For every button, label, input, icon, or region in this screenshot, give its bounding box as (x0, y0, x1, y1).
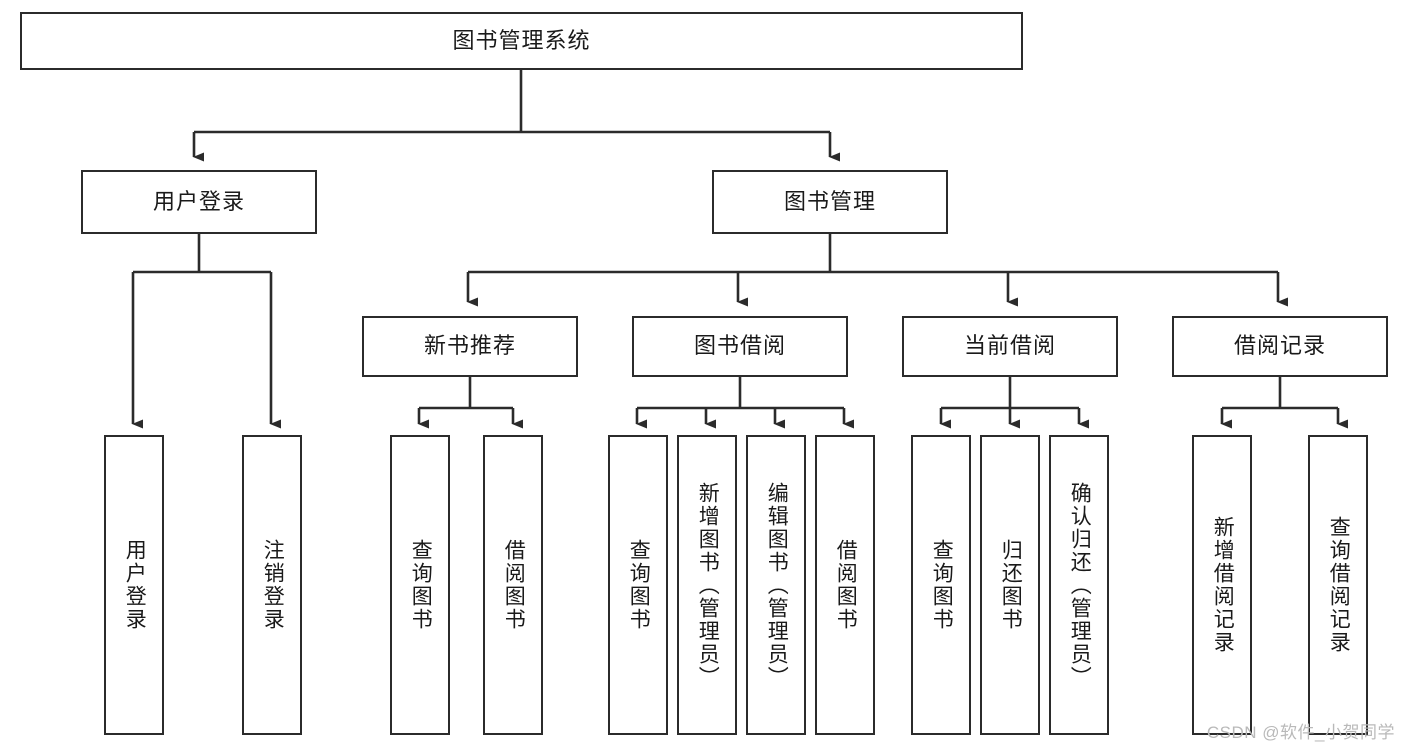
node-label: 查询图书 (930, 539, 954, 631)
node-label: 图书管理系统 (452, 27, 591, 53)
leaf-current-query-book[interactable]: 查询图书 (911, 435, 971, 735)
leaf-current-return-book[interactable]: 归还图书 (980, 435, 1040, 735)
node-current-borrow[interactable]: 当前借阅 (902, 316, 1118, 377)
leaf-borrow-borrow-book[interactable]: 借阅图书 (815, 435, 875, 735)
node-new-book-recommend[interactable]: 新书推荐 (362, 316, 578, 377)
leaf-recommend-borrow-book[interactable]: 借阅图书 (483, 435, 543, 735)
node-label: 借阅图书 (502, 539, 526, 631)
node-label: 新增借阅记录 (1211, 516, 1235, 654)
node-label: 图书借阅 (693, 333, 786, 359)
leaf-borrow-query-book[interactable]: 查询图书 (608, 435, 668, 735)
leaf-borrow-add-book-admin[interactable]: 新增图书（管理员） (677, 435, 737, 735)
node-label: 注销登录 (261, 539, 285, 631)
leaf-user-login-logout[interactable]: 注销登录 (242, 435, 302, 735)
node-label: 图书管理 (783, 188, 876, 214)
node-label: 新增图书（管理员） (696, 481, 720, 689)
node-label: 归还图书 (999, 539, 1023, 631)
node-label: 确认归还（管理员） (1068, 481, 1092, 689)
leaf-borrow-edit-book-admin[interactable]: 编辑图书（管理员） (746, 435, 806, 735)
node-book-management[interactable]: 图书管理 (712, 170, 948, 234)
node-label: 编辑图书（管理员） (765, 481, 789, 689)
node-label: 查询借阅记录 (1327, 516, 1351, 654)
csdn-watermark: CSDN @软件_小贺同学 (1206, 723, 1395, 742)
node-user-login[interactable]: 用户登录 (81, 170, 317, 234)
leaf-current-confirm-return-admin[interactable]: 确认归还（管理员） (1049, 435, 1109, 735)
leaf-records-query-record[interactable]: 查询借阅记录 (1308, 435, 1368, 735)
node-borrow-records[interactable]: 借阅记录 (1172, 316, 1388, 377)
node-label: 查询图书 (627, 539, 651, 631)
node-label: 新书推荐 (423, 333, 516, 359)
node-label: 借阅记录 (1233, 333, 1326, 359)
node-root-system[interactable]: 图书管理系统 (20, 12, 1023, 70)
node-book-borrow[interactable]: 图书借阅 (632, 316, 848, 377)
leaf-records-add-record[interactable]: 新增借阅记录 (1192, 435, 1252, 735)
node-label: 当前借阅 (963, 333, 1056, 359)
node-label: 借阅图书 (834, 539, 858, 631)
leaf-user-login-login[interactable]: 用户登录 (104, 435, 164, 735)
node-label: 用户登录 (152, 188, 245, 214)
node-label: 查询图书 (409, 539, 433, 631)
leaf-recommend-query-book[interactable]: 查询图书 (390, 435, 450, 735)
node-label: 用户登录 (123, 539, 147, 631)
